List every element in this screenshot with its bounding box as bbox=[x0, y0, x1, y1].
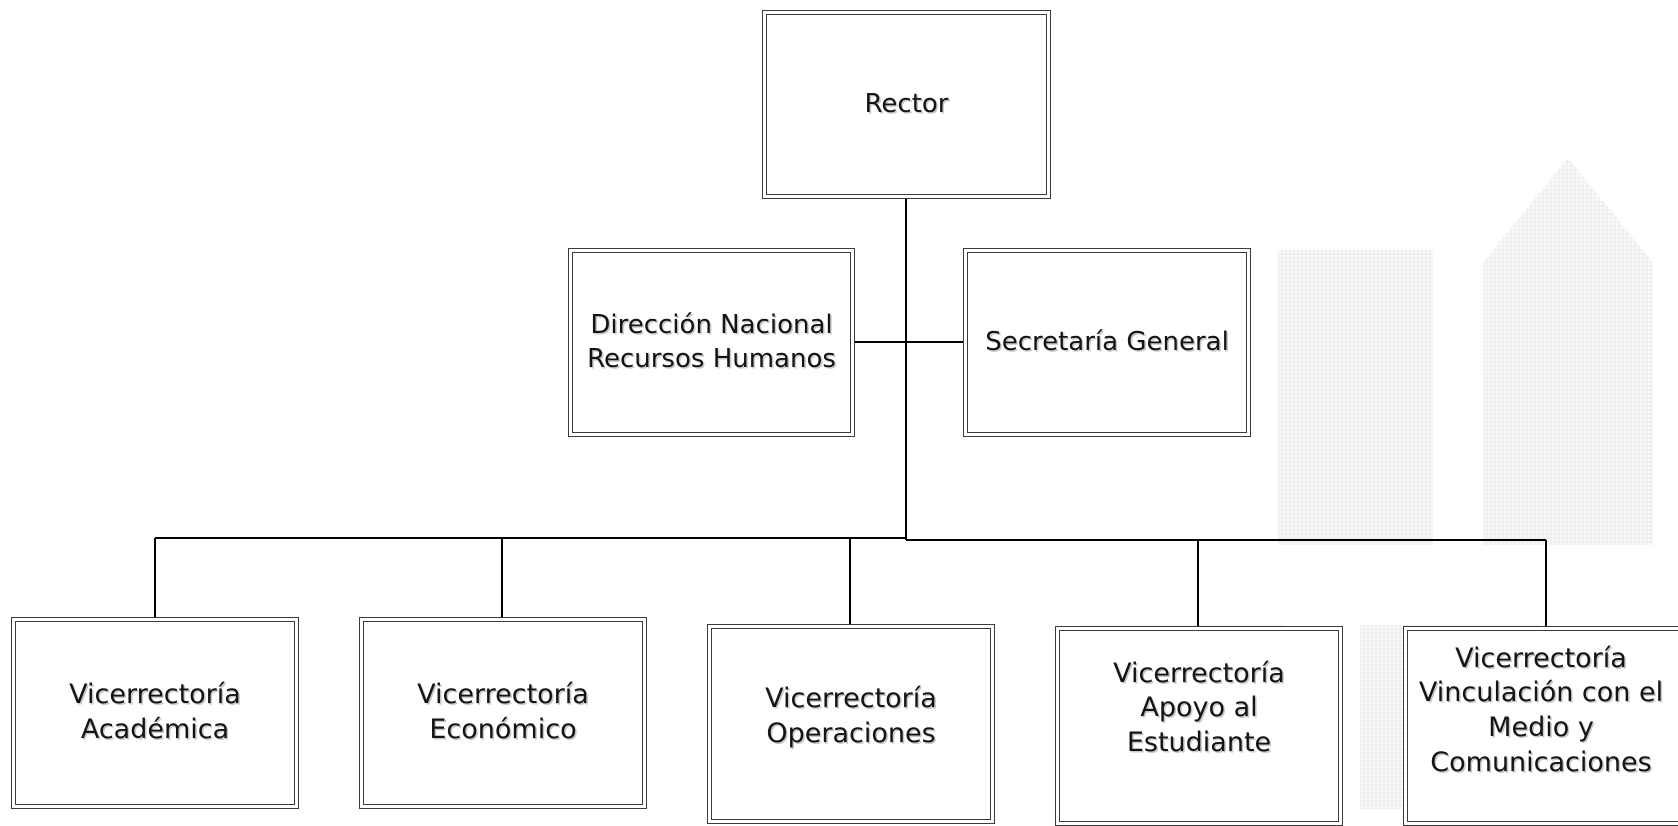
node-secretaria-general-label: Secretaría General bbox=[985, 326, 1229, 357]
node-rector-label: Rector bbox=[864, 88, 949, 119]
node-vicerrectoria-apoyo-estudiante-label: Vicerrectoría Apoyo al Estudiante bbox=[1113, 657, 1285, 758]
org-chart-canvas: Rector Dirección Nacional Recursos Human… bbox=[11, 10, 1678, 826]
node-vicerrectoria-academica-label: Vicerrectoría Académica bbox=[69, 679, 241, 745]
node-vicerrectoria-operaciones-label: Vicerrectoría Operaciones bbox=[765, 682, 937, 749]
node-vicerrectoria-operaciones: Vicerrectoría Operaciones bbox=[707, 624, 995, 824]
node-vicerrectoria-apoyo-estudiante: Vicerrectoría Apoyo al Estudiante bbox=[1055, 626, 1343, 826]
node-vicerrectoria-economico-label: Vicerrectoría Económico bbox=[417, 679, 589, 745]
watermark-bar-left bbox=[1278, 250, 1433, 545]
node-vicerrectoria-academica: Vicerrectoría Académica bbox=[11, 617, 299, 809]
node-vicerrectoria-economico: Vicerrectoría Económico bbox=[359, 617, 647, 809]
node-direccion-rrhh: Dirección Nacional Recursos Humanos bbox=[568, 248, 855, 437]
node-vicerrectoria-vinculacion: Vicerrectoría Vinculación con el Medio y… bbox=[1403, 626, 1678, 826]
node-rector: Rector bbox=[762, 10, 1051, 199]
node-vicerrectoria-vinculacion-label: Vicerrectoría Vinculación con el Medio y… bbox=[1418, 642, 1664, 778]
connector-lines bbox=[154, 198, 1547, 627]
node-secretaria-general: Secretaría General bbox=[963, 248, 1251, 437]
node-direccion-rrhh-label: Dirección Nacional Recursos Humanos bbox=[587, 310, 836, 374]
